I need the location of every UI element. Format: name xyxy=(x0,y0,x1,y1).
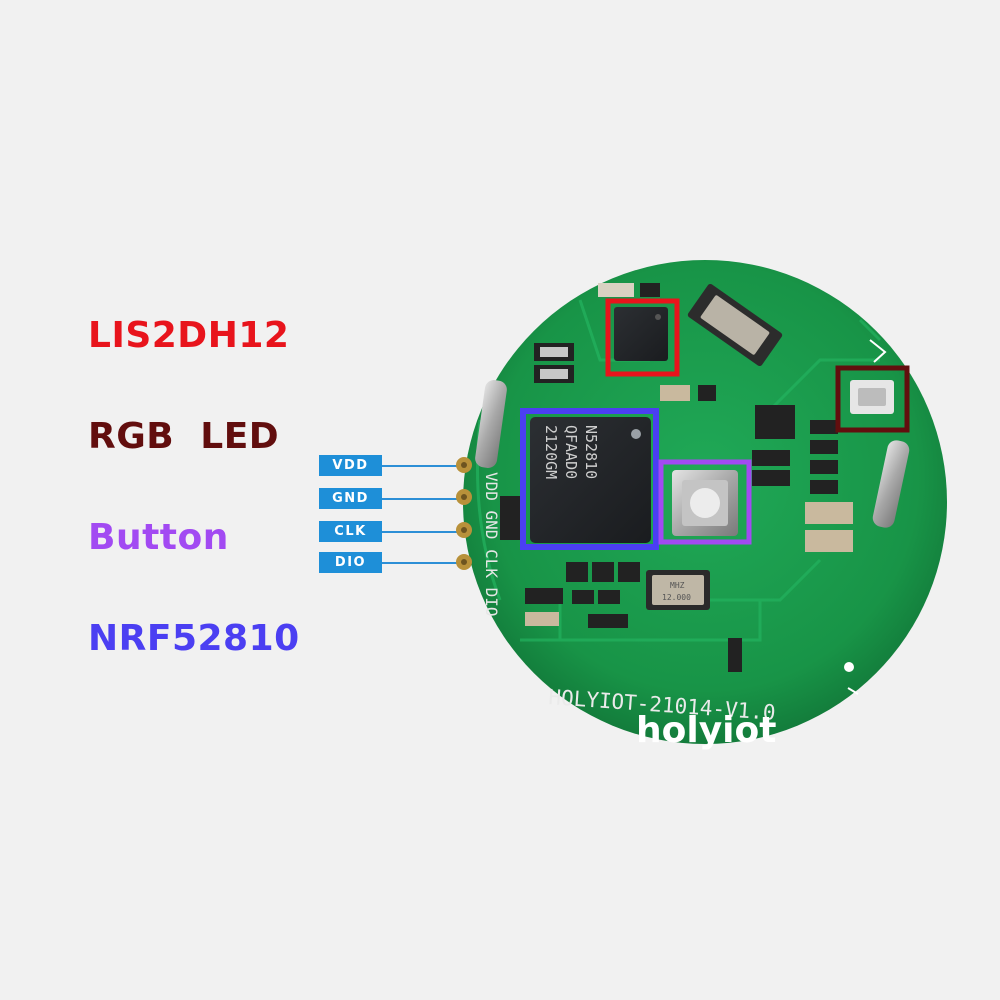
pin-line-gnd xyxy=(382,498,462,500)
battery-clip-left xyxy=(475,380,507,468)
label-nrf52810: NRF52810 xyxy=(88,618,300,659)
crystal-text-2: 12.000 xyxy=(662,593,691,602)
pin-line-clk xyxy=(382,531,462,533)
pin-tag-clk: CLK xyxy=(319,521,382,542)
chip-text-line-1: N52810 xyxy=(582,425,600,479)
pin-line-vdd xyxy=(382,465,462,467)
crystal-top xyxy=(687,283,783,367)
highlight-button xyxy=(658,459,752,545)
highlight-lis2dh12 xyxy=(605,298,680,377)
chip-text-line-2: QFAAD0 xyxy=(562,425,580,479)
pin-line-dio xyxy=(382,562,462,564)
holyiot-logo: holyiot xyxy=(636,710,776,751)
crystal-12mhz: MHZ 12.000 xyxy=(646,570,710,610)
label-rgb-led: RGB LED xyxy=(88,416,280,457)
label-button: Button xyxy=(88,517,229,558)
silkscreen-marks xyxy=(847,339,887,695)
pin-tag-dio: DIO xyxy=(319,552,382,573)
crystal-text-1: MHZ xyxy=(670,581,685,590)
label-lis2dh12: LIS2DH12 xyxy=(88,315,290,356)
chip-text-line-3: 2120GM xyxy=(542,425,560,479)
fiducial-dot xyxy=(844,662,854,672)
rgb-led-lens xyxy=(858,388,886,406)
programming-pads xyxy=(456,457,472,570)
lis2dh12-chip xyxy=(614,307,668,361)
pin-tag-gnd: GND xyxy=(319,488,382,509)
nrf52810-chip: N52810 QFAAD0 2120GM xyxy=(530,417,651,543)
silkscreen-pin-labels: VDD GND CLK DIO xyxy=(482,472,501,617)
tactile-button xyxy=(672,470,738,536)
highlight-nrf52810 xyxy=(520,408,659,550)
battery-clip-right xyxy=(872,440,910,528)
passive-components xyxy=(500,283,853,672)
pin-tag-vdd: VDD xyxy=(319,455,382,476)
highlight-rgb-led xyxy=(835,365,910,433)
lis2dh12-pin1-dot xyxy=(655,314,661,320)
